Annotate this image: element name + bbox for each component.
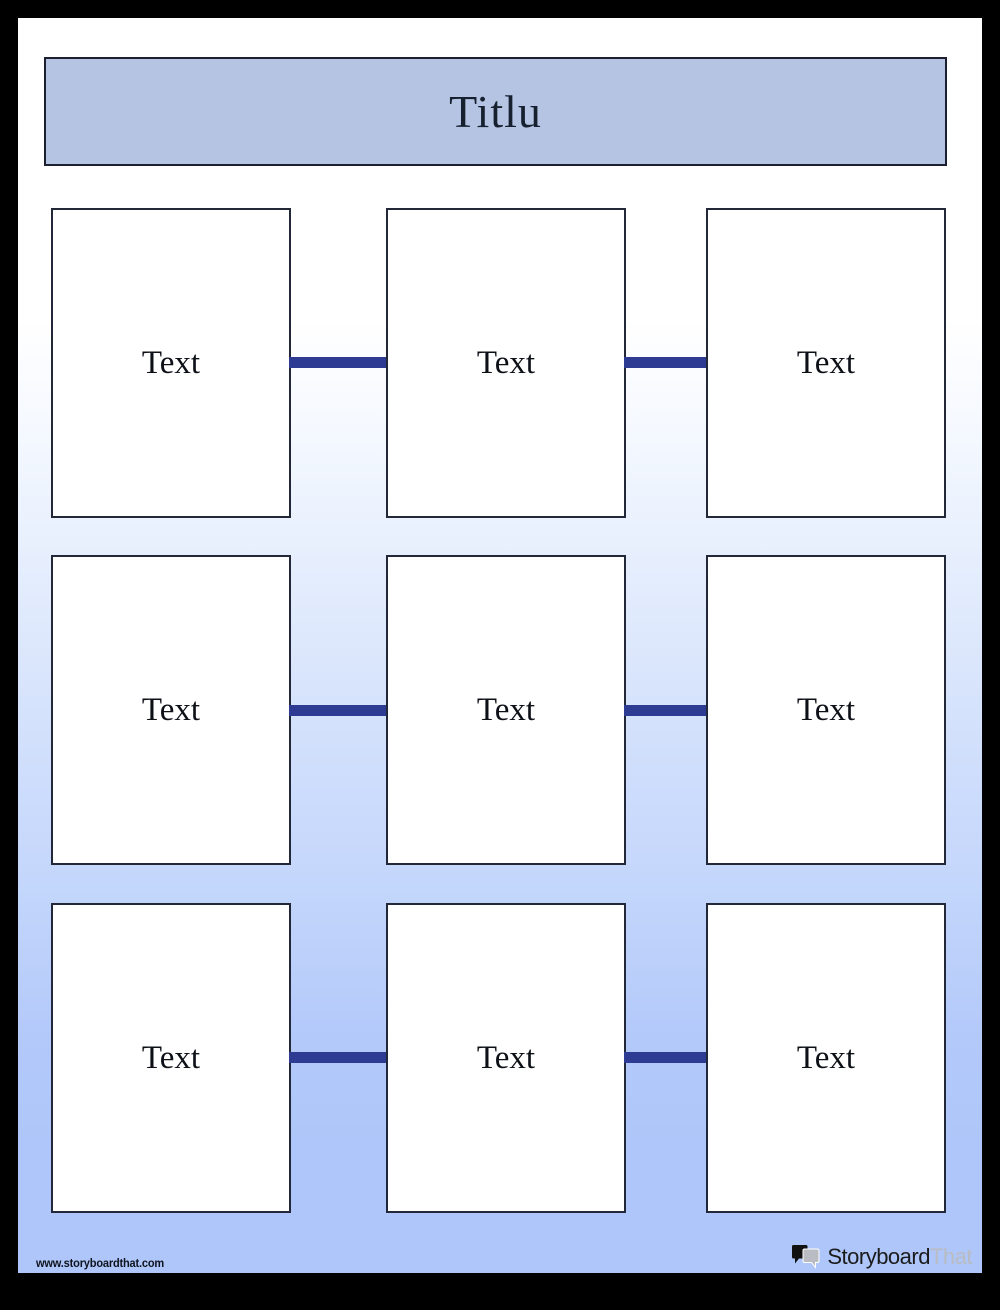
title-banner[interactable]: Titlu: [44, 57, 947, 166]
storyboard-cell[interactable]: Text: [706, 208, 946, 518]
storyboard-grid: Text Text Text Text Text Text: [18, 18, 982, 1273]
storyboard-cell[interactable]: Text: [386, 903, 626, 1213]
connector-bar: [289, 357, 388, 368]
storyboard-cell[interactable]: Text: [706, 903, 946, 1213]
cell-label: Text: [141, 691, 201, 728]
storyboard-cell[interactable]: Text: [706, 555, 946, 865]
storyboard-cell[interactable]: Text: [51, 208, 291, 518]
storyboard-cell[interactable]: Text: [386, 208, 626, 518]
storyboard-canvas: Titlu Text Text Text Text Text: [18, 18, 982, 1273]
connector-bar: [289, 705, 388, 716]
cell-label: Text: [141, 1039, 201, 1076]
cell-label: Text: [476, 691, 536, 728]
cell-label: Text: [476, 344, 536, 381]
connector-bar: [289, 1052, 388, 1063]
cell-label: Text: [796, 344, 856, 381]
connector-bar: [624, 705, 708, 716]
storyboardthat-logo[interactable]: StoryboardThat: [791, 1244, 973, 1270]
cell-label: Text: [796, 1039, 856, 1076]
cell-label: Text: [141, 344, 201, 381]
cell-label: Text: [796, 691, 856, 728]
connector-bar: [624, 357, 708, 368]
footer-url[interactable]: www.storyboardthat.com: [36, 1256, 165, 1270]
storyboard-cell[interactable]: Text: [51, 555, 291, 865]
logo-word-primary: Storyboard: [827, 1244, 930, 1269]
cell-label: Text: [476, 1039, 536, 1076]
connector-bar: [624, 1052, 708, 1063]
logo-word-secondary: That: [929, 1244, 973, 1269]
storyboard-cell[interactable]: Text: [386, 555, 626, 865]
storyboard-cell[interactable]: Text: [51, 903, 291, 1213]
speech-bubbles-icon: [791, 1244, 821, 1270]
page-title: Titlu: [449, 85, 542, 137]
